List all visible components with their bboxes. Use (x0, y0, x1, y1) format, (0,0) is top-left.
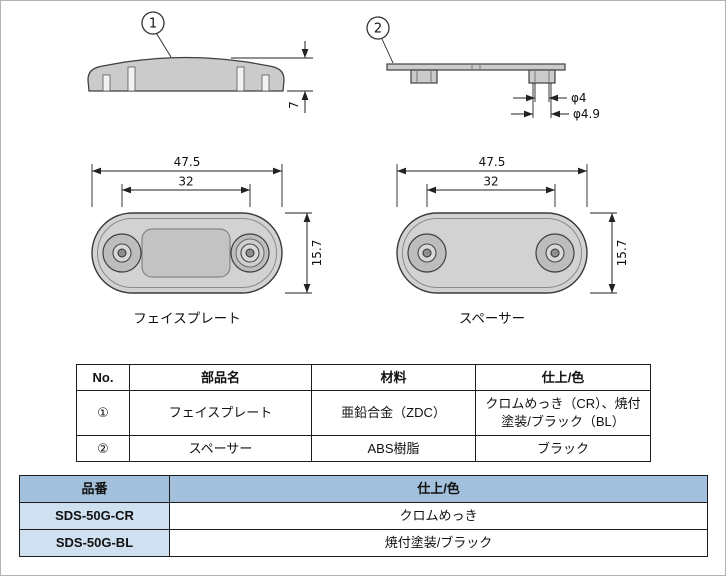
parts-table-row: ① フェイスプレート 亜鉛合金（ZDC） クロムめっき（CR）、焼付塗装/ブラッ… (76, 390, 651, 436)
parts-table-row: ② スペーサー ABS樹脂 ブラック (76, 435, 651, 462)
spacer-boss-right (528, 69, 556, 84)
section-slot (261, 74, 270, 92)
callout-1: 1 (141, 11, 172, 58)
part-no: ① (76, 390, 130, 436)
callout-number: 2 (374, 22, 382, 37)
dimension-label-dia-inner: φ4 (571, 91, 587, 105)
model-finish: クロムめっき (169, 502, 708, 530)
model-header-number: 品番 (19, 475, 170, 503)
spacer-section-view: 2 φ4 φ4.9 (366, 16, 600, 121)
model-table-row: SDS-50G-BL 焼付塗装/ブラック (19, 529, 708, 557)
part-finish: ブラック (475, 435, 651, 462)
spacer-hole-left (407, 233, 447, 273)
callout-circle (366, 16, 390, 40)
part-name: フェイスプレート (129, 390, 312, 436)
part-material: 亜鉛合金（ZDC） (311, 390, 476, 436)
dimension-label-dia-outer: φ4.9 (573, 107, 600, 121)
faceplate-plan-view: 47.5 32 (91, 155, 324, 327)
spacer-plan-view: 47.5 32 (396, 155, 629, 327)
parts-header-finish: 仕上/色 (475, 364, 651, 391)
model-table-row: SDS-50G-CR クロムめっき (19, 502, 708, 530)
faceplate-hole-right (230, 233, 270, 273)
model-table-header-row: 品番 仕上/色 (19, 475, 708, 503)
diameter-dimension-phi4: φ4 (513, 83, 587, 105)
parts-header-material: 材料 (311, 364, 476, 391)
dimension-label-height: 15.7 (615, 240, 629, 267)
model-header-finish: 仕上/色 (169, 475, 708, 503)
callout-circle (141, 11, 165, 35)
spacer-boss-left (410, 69, 438, 84)
model-table: 品番 仕上/色 SDS-50G-CR クロムめっき SDS-50G-BL 焼付塗… (19, 475, 708, 557)
dimension-label-height: 7 (287, 101, 301, 109)
dimension-label-pitch: 32 (483, 175, 498, 189)
model-number: SDS-50G-BL (19, 529, 170, 557)
faceplate-section-view: 1 7 (87, 11, 313, 113)
faceplate-hole-left (102, 233, 142, 273)
caption-spacer: スペーサー (459, 311, 525, 327)
spacer-inner-contour (402, 218, 582, 288)
callout-2: 2 (366, 16, 394, 64)
part-name: スペーサー (129, 435, 312, 462)
part-material: ABS樹脂 (311, 435, 476, 462)
model-number: SDS-50G-CR (19, 502, 170, 530)
parts-header-name: 部品名 (129, 364, 312, 391)
caption-faceplate: フェイスプレート (133, 311, 241, 327)
height-dimension: 15.7 (590, 212, 629, 294)
parts-table-header-row: No. 部品名 材料 仕上/色 (76, 364, 651, 391)
width-dimension: 47.5 (396, 155, 588, 207)
callout-leader (381, 38, 394, 64)
parts-header-no: No. (76, 364, 130, 391)
dimension-label-pitch: 32 (178, 175, 193, 189)
part-finish: クロムめっき（CR）、焼付塗装/ブラック（BL） (475, 390, 651, 436)
height-dimension-7: 7 (231, 41, 313, 113)
height-dimension: 15.7 (285, 212, 324, 294)
section-slot (127, 66, 136, 92)
spacer-plate (386, 63, 566, 71)
spacer-body (396, 212, 588, 294)
section-slot (236, 66, 245, 92)
callout-leader (156, 33, 172, 58)
faceplate-recess (141, 228, 231, 278)
technical-drawing: 1 7 2 (87, 11, 629, 327)
diameter-dimension-phi4-9: φ4.9 (511, 83, 600, 121)
dimension-label-width: 47.5 (174, 155, 201, 169)
pitch-dimension: 32 (121, 175, 251, 207)
model-finish: 焼付塗装/ブラック (169, 529, 708, 557)
part-no: ② (76, 435, 130, 462)
callout-number: 1 (149, 17, 157, 32)
faceplate-inner-contour (97, 218, 277, 288)
width-dimension: 47.5 (91, 155, 283, 207)
section-slot (102, 74, 111, 92)
parts-table: No. 部品名 材料 仕上/色 ① フェイスプレート 亜鉛合金（ZDC） クロム… (76, 364, 651, 462)
spacer-hole-right (535, 233, 575, 273)
pitch-dimension: 32 (426, 175, 556, 207)
dimension-label-height: 15.7 (310, 240, 324, 267)
faceplate-section-profile (87, 56, 285, 92)
dimension-label-width: 47.5 (479, 155, 506, 169)
